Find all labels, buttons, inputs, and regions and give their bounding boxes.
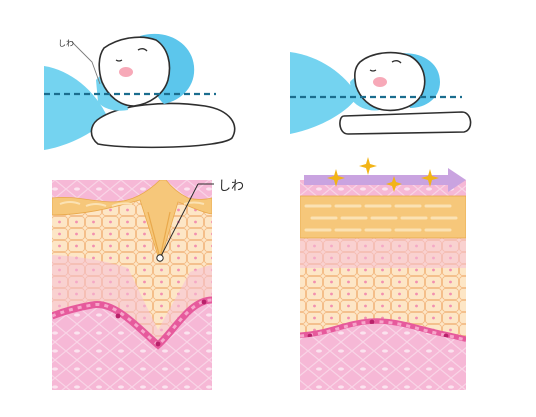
- neck-crease: [71, 41, 101, 85]
- sparkle-icon: [327, 169, 345, 187]
- face-right: [354, 51, 426, 112]
- skin-section-wrinkled: [52, 180, 212, 390]
- eye-left: [137, 48, 148, 52]
- mouth-left: [115, 59, 123, 62]
- sleeper-correct-pillow: [290, 51, 472, 135]
- wrinkle-label-large: しわ: [218, 179, 244, 194]
- sparkle-icon: [359, 157, 377, 175]
- pillow-low: [339, 111, 472, 135]
- face-left: [98, 36, 171, 107]
- mouth-right: [369, 69, 377, 72]
- sparkle-icon: [421, 169, 439, 187]
- wrinkle-label-small: しわ: [58, 39, 74, 48]
- wrinkle-marker: [156, 254, 164, 262]
- skin-section-smooth: [300, 180, 466, 390]
- pillow-high: [90, 102, 236, 149]
- eye-right: [391, 60, 402, 64]
- epidermis-left: [52, 180, 212, 264]
- pink-band-left: [52, 255, 212, 345]
- cheek-right: [373, 77, 387, 87]
- sparkle-icon: [386, 176, 402, 192]
- pink-band-right: [300, 238, 466, 268]
- sleeper-high-pillow: しわ: [44, 33, 236, 150]
- smooth-arrow: [304, 157, 466, 192]
- wrinkle-callout: しわ: [156, 179, 244, 262]
- cheek-left: [119, 67, 133, 77]
- blanket-right: [290, 52, 358, 134]
- arrow-right-icon: [304, 168, 466, 192]
